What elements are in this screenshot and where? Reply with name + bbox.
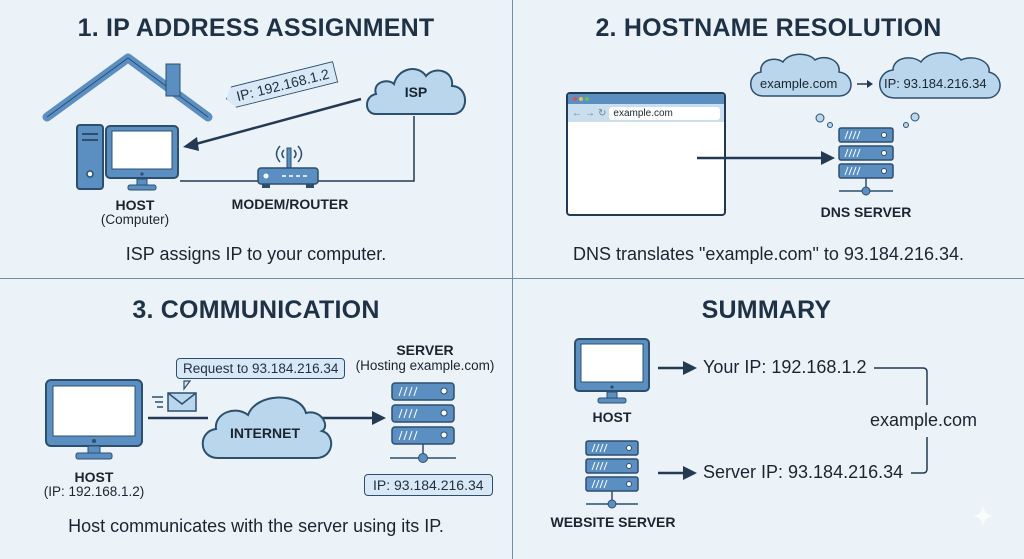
host-monitor-icon: [45, 379, 143, 460]
panel-title: 3. COMMUNICATION: [132, 296, 380, 324]
browser-toolbar: ← → ↻ example.com: [568, 104, 724, 122]
refresh-icon[interactable]: ↻: [598, 107, 607, 119]
internet-label: INTERNET: [230, 425, 300, 441]
your-ip-text: Your IP: 192.168.1.2: [703, 357, 867, 377]
host-sublabel: (Computer): [100, 212, 170, 227]
horizontal-divider: [0, 278, 1024, 280]
dns-server-icon: [838, 127, 894, 196]
host-label: HOST: [115, 197, 155, 213]
browser-window: ← → ↻ example.com: [566, 92, 726, 216]
router-icon: [257, 145, 319, 188]
server-ip-text: Server IP: 93.184.216.34: [703, 462, 904, 482]
sparkle-icon: [973, 505, 993, 527]
panel-caption: DNS translates "example.com" to 93.184.2…: [573, 244, 964, 264]
server-sublabel: (Hosting example.com): [355, 358, 495, 373]
host-monitor-icon: [574, 338, 650, 404]
comm-svg: [148, 380, 386, 459]
panel-title: 2. HOSTNAME RESOLUTION: [595, 14, 942, 42]
bubbles-svg: [697, 52, 1001, 165]
forward-arrow-icon[interactable]: →: [585, 107, 595, 119]
panel-ip-assignment: 1. IP ADDRESS ASSIGNMENT ISP IP: 192.168…: [0, 0, 512, 278]
ip-bubble: IP: 93.184.216.34: [884, 76, 987, 91]
domain-text: example.com: [870, 410, 978, 430]
server-ip-label: IP: 93.184.216.34: [373, 477, 484, 493]
panel-summary: SUMMARY HOST WEBSITE SERVER Your IP: 192…: [513, 279, 1024, 559]
request-label: Request to 93.184.216.34: [183, 361, 339, 376]
server-ip-box: IP: 93.184.216.34: [364, 474, 493, 496]
summary-connectors: [658, 361, 928, 480]
minimize-dot-icon[interactable]: [579, 97, 583, 101]
computer-tower-icon: [76, 124, 104, 190]
monitor-icon: [105, 125, 179, 191]
cloud-isp-icon: [366, 68, 466, 115]
panel-caption: ISP assigns IP to your computer.: [125, 244, 387, 264]
host-sublabel: (IP: 192.168.1.2): [43, 484, 145, 499]
maximize-dot-icon[interactable]: [585, 97, 589, 101]
isp-label: ISP: [404, 84, 428, 100]
browser-titlebar: [568, 94, 724, 104]
server-label: SERVER: [396, 342, 454, 358]
server-icon: [390, 382, 456, 463]
close-dot-icon[interactable]: [573, 97, 577, 101]
panel-hostname-resolution: 2. HOSTNAME RESOLUTION ← → ↻ example.com…: [513, 0, 1024, 278]
envelope-icon: [152, 392, 197, 412]
host-label: HOST: [592, 409, 632, 425]
website-server-icon: [585, 440, 639, 509]
website-server-label: WEBSITE SERVER: [550, 514, 676, 530]
panel-caption: Host communicates with the server using …: [68, 516, 444, 536]
domain-bubble: example.com: [760, 76, 838, 91]
host-label: HOST: [74, 469, 114, 485]
request-bubble: Request to 93.184.216.34: [176, 358, 346, 379]
house-roof-icon: [42, 53, 213, 122]
dns-server-label: DNS SERVER: [820, 204, 912, 220]
back-arrow-icon[interactable]: ←: [572, 107, 582, 119]
panel-communication: 3. COMMUNICATION Request to 93.184.216.3…: [0, 279, 512, 559]
address-bar[interactable]: example.com: [609, 106, 720, 120]
panel-title: SUMMARY: [701, 296, 832, 324]
panel-title: 1. IP ADDRESS ASSIGNMENT: [77, 14, 435, 42]
router-label: MODEM/ROUTER: [231, 196, 349, 212]
